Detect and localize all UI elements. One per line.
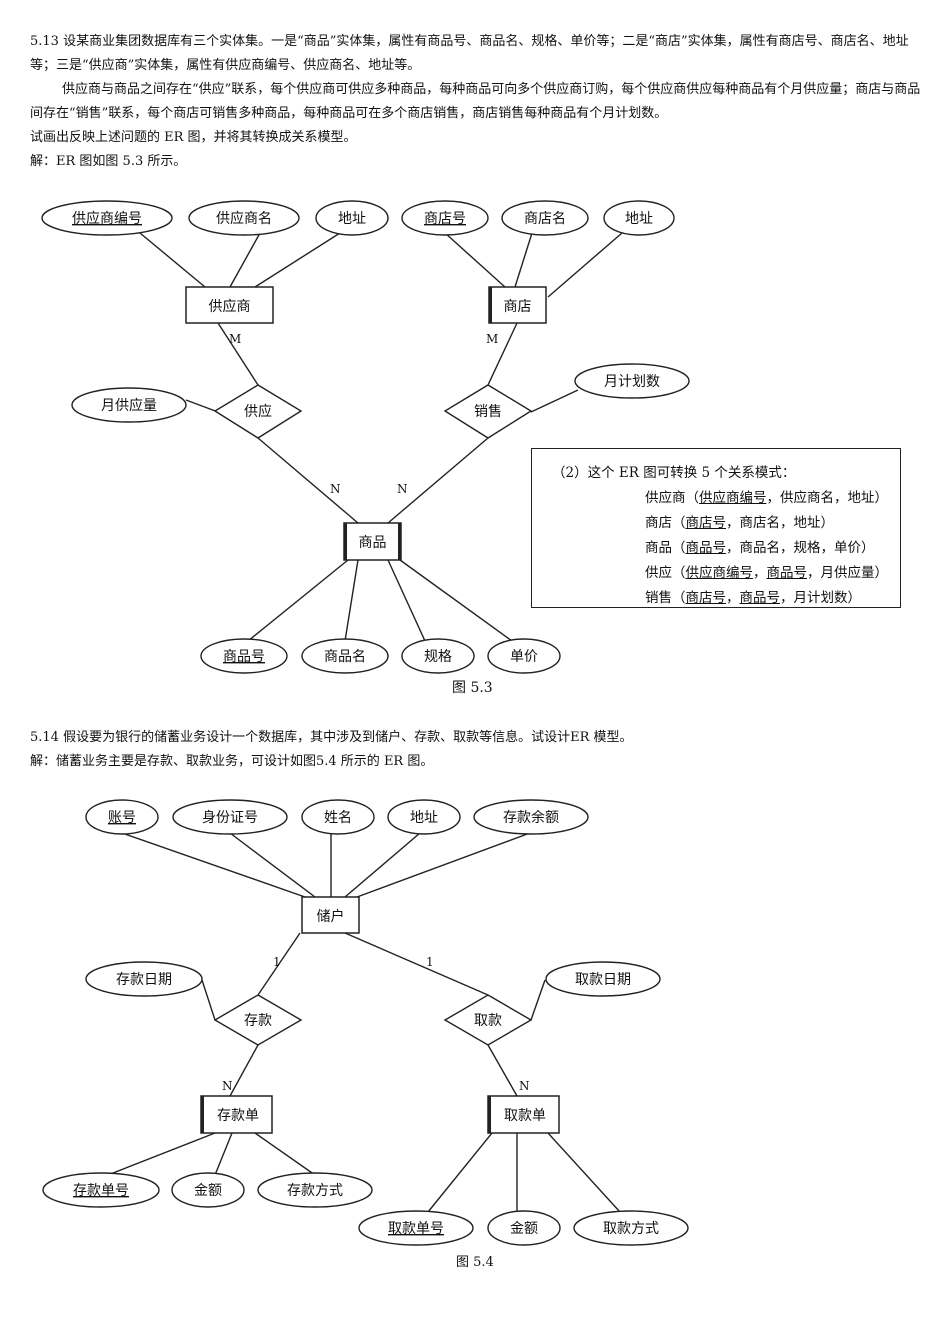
svg-text:供应商: 供应商 xyxy=(209,298,251,315)
problem-5-14-statement: 5.14 假设要为银行的储蓄业务设计一个数据库，其中涉及到储户、存款、取款等信息… xyxy=(30,730,633,745)
relation-store: 商店（商店号，商店名，地址） xyxy=(645,515,834,531)
cardinality-label: 1 xyxy=(426,955,434,969)
entity-withdraw-slip: 取款单 xyxy=(487,1095,560,1134)
figure-5-4-caption: 图 5.4 xyxy=(456,1255,494,1270)
svg-text:供应商名: 供应商名 xyxy=(216,210,272,227)
relation-supply: 供应（供应商编号，商品号，月供应量） xyxy=(645,565,888,581)
svg-text:金额: 金额 xyxy=(510,1221,538,1237)
attribute-account-number: 账号 xyxy=(85,799,159,835)
svg-text:地址: 地址 xyxy=(410,810,438,826)
svg-text:储户: 储户 xyxy=(317,908,345,925)
svg-text:商店名: 商店名 xyxy=(524,211,566,227)
cardinality-label: 1 xyxy=(273,955,281,969)
svg-text:账号: 账号 xyxy=(108,810,136,826)
attribute-withdraw-method: 取款方式 xyxy=(573,1210,689,1246)
attribute-store-address: 地址 xyxy=(603,200,675,236)
svg-text:商品名: 商品名 xyxy=(324,649,366,665)
svg-text:身份证号: 身份证号 xyxy=(202,810,258,826)
cardinality-label: N xyxy=(397,482,408,496)
entity-goods: 商品 xyxy=(343,522,402,561)
cardinality-label: N xyxy=(222,1079,233,1093)
svg-text:取款单: 取款单 xyxy=(504,1108,546,1124)
svg-text:取款方式: 取款方式 xyxy=(603,1221,659,1237)
svg-text:商品号: 商品号 xyxy=(223,649,265,665)
svg-text:销售: 销售 xyxy=(474,404,502,420)
cardinality-label: N xyxy=(519,1079,530,1093)
svg-text:供应商编号: 供应商编号 xyxy=(72,210,142,227)
attribute-goods-price: 单价 xyxy=(487,638,561,674)
relationship-deposit: 存款 xyxy=(213,994,303,1046)
er-diagram-5-3: 供应商 商店 商品 供应 销售 供应商编号 供应商名 地址 商店号 商店名 xyxy=(0,190,950,684)
svg-text:存款余额: 存款余额 xyxy=(503,809,559,826)
problem-5-14-answer-intro: 解：储蓄业务主要是存款、取款业务，可设计如图5.4 所示的 ER 图。 xyxy=(30,754,434,769)
cardinality-label: M xyxy=(229,332,241,346)
svg-text:商店号: 商店号 xyxy=(424,211,466,227)
attribute-withdraw-amount: 金额 xyxy=(487,1210,561,1246)
svg-text:存款方式: 存款方式 xyxy=(287,1183,343,1199)
attribute-deposit-amount: 金额 xyxy=(171,1172,245,1208)
attribute-monthly-plan: 月计划数 xyxy=(574,363,690,399)
svg-text:商品: 商品 xyxy=(359,535,387,551)
entity-depositor: 储户 xyxy=(301,896,360,934)
svg-text:月计划数: 月计划数 xyxy=(604,374,660,390)
entity-deposit-slip: 存款单 xyxy=(200,1095,273,1134)
attribute-deposit-date: 存款日期 xyxy=(85,961,203,997)
attribute-goods-id: 商品号 xyxy=(200,638,288,674)
svg-text:供应: 供应 xyxy=(244,403,272,420)
attribute-store-id: 商店号 xyxy=(401,200,489,236)
attribute-supplier-id: 供应商编号 xyxy=(41,200,173,236)
svg-text:单价: 单价 xyxy=(510,649,538,665)
svg-text:存款: 存款 xyxy=(244,1013,272,1029)
svg-text:金额: 金额 xyxy=(194,1183,222,1199)
svg-text:地址: 地址 xyxy=(338,211,366,227)
attribute-depositor-address: 地址 xyxy=(387,799,461,835)
svg-text:商店: 商店 xyxy=(504,299,532,315)
attribute-withdraw-slip-id: 取款单号 xyxy=(358,1210,474,1246)
svg-text:取款: 取款 xyxy=(474,1013,502,1029)
attribute-goods-name: 商品名 xyxy=(301,638,389,674)
problem-5-13-task: 试画出反映上述问题的 ER 图，并将其转换成关系模型。 xyxy=(30,130,357,145)
problem-5-13-statement: 5.13 设某商业集团数据库有三个实体集。一是“商品”实体集，属性有商品号、商品… xyxy=(30,34,909,73)
cardinality-label: M xyxy=(486,332,498,346)
er-diagram-5-4: 储户 存款单 取款单 存款 取款 账号 身份证号 姓名 地址 存款余额 xyxy=(0,788,950,1282)
attribute-balance: 存款余额 xyxy=(473,799,589,835)
attribute-goods-spec: 规格 xyxy=(401,638,475,674)
attribute-supplier-name: 供应商名 xyxy=(188,200,300,236)
figure-5-3-caption: 图 5.3 xyxy=(452,680,493,696)
relation-sale: 销售（商店号，商品号，月计划数） xyxy=(645,590,861,606)
attribute-deposit-method: 存款方式 xyxy=(257,1172,373,1208)
relational-schema-box: （2）这个 ER 图可转换 5 个关系模式： 供应商（供应商编号，供应商名，地址… xyxy=(531,448,901,608)
svg-text:姓名: 姓名 xyxy=(324,810,352,826)
relation-goods: 商品（商品号，商品名，规格，单价） xyxy=(645,540,875,556)
attribute-withdraw-date: 取款日期 xyxy=(545,961,661,997)
svg-text:存款单: 存款单 xyxy=(217,1108,259,1124)
relationship-withdraw: 取款 xyxy=(443,994,533,1046)
svg-text:取款单号: 取款单号 xyxy=(388,1221,444,1237)
problem-5-13-relationships: 供应商与商品之间存在“供应”联系，每个供应商可供应多种商品，每种商品可向多个供应… xyxy=(30,82,921,121)
svg-text:存款单号: 存款单号 xyxy=(73,1183,129,1199)
svg-text:月供应量: 月供应量 xyxy=(101,397,157,414)
attribute-store-name: 商店名 xyxy=(501,200,589,236)
entity-store: 商店 xyxy=(488,286,547,324)
relationship-supply: 供应 xyxy=(213,384,303,439)
svg-text:存款日期: 存款日期 xyxy=(116,972,172,988)
svg-text:规格: 规格 xyxy=(424,649,452,665)
svg-text:取款日期: 取款日期 xyxy=(575,972,631,988)
attribute-id-number: 身份证号 xyxy=(172,799,288,835)
relation-supplier: 供应商（供应商编号，供应商名，地址） xyxy=(645,490,888,506)
entity-supplier: 供应商 xyxy=(185,286,274,324)
cardinality-label: N xyxy=(330,482,341,496)
relationship-sale: 销售 xyxy=(443,384,533,439)
attribute-depositor-name: 姓名 xyxy=(301,799,375,835)
attribute-supplier-address: 地址 xyxy=(315,200,389,236)
relational-schema-heading: （2）这个 ER 图可转换 5 个关系模式： xyxy=(552,465,796,481)
problem-5-13-answer-intro: 解：ER 图如图 5.3 所示。 xyxy=(30,154,187,169)
attribute-monthly-supply: 月供应量 xyxy=(71,387,187,423)
attribute-deposit-slip-id: 存款单号 xyxy=(42,1172,160,1208)
svg-text:地址: 地址 xyxy=(625,211,653,227)
